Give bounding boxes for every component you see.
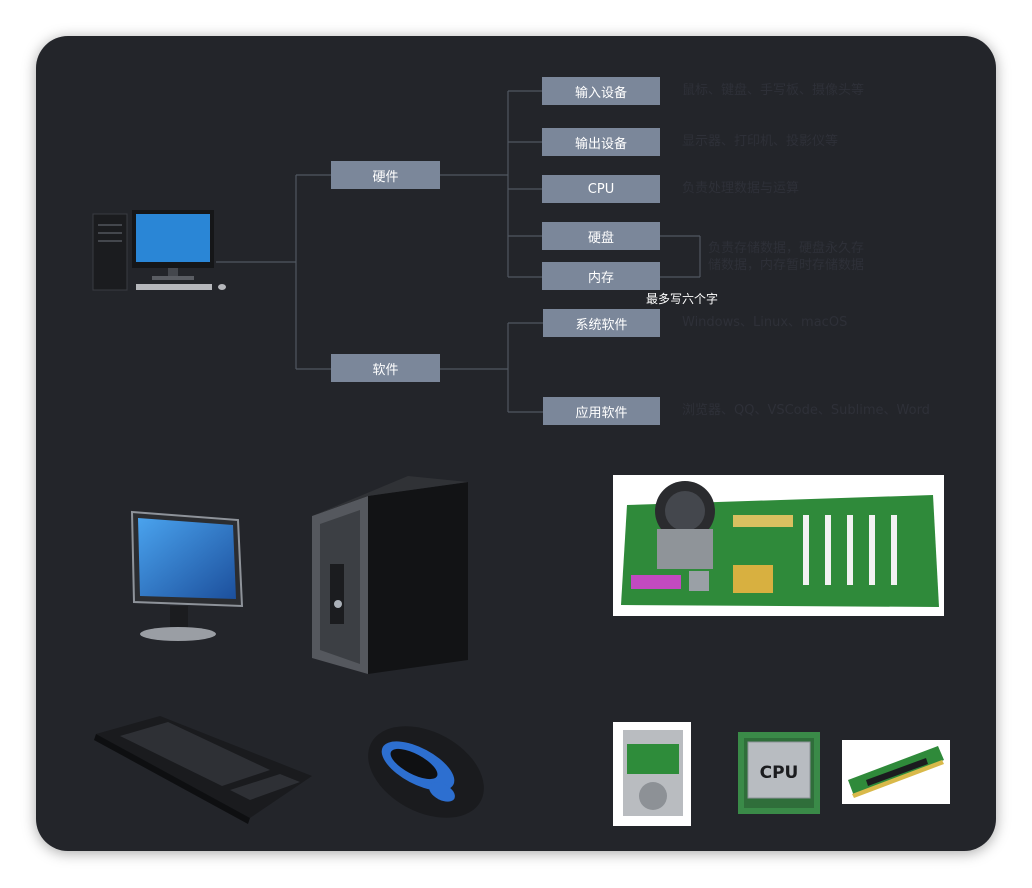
ram-stick-image [842,740,950,804]
node-hard-disk: 硬盘 [542,222,660,250]
node-memory: 内存 [542,262,660,290]
desc-input-devices: 鼠标、键盘、手写板、摄像头等 [682,83,865,98]
diagram-card: 硬件 软件 输入设备 输出设备 CPU 硬盘 内存 系统软件 应用软件 鼠标、键… [36,36,996,851]
csdn-watermark: CSDN @魔术师 [930,865,1024,880]
node-hardware: 硬件 [331,161,440,189]
desc-output-devices: 显示器、打印机、投影仪等 [682,134,839,149]
cpu-chip-image: CPU [738,732,820,814]
computer-icon [92,210,226,291]
cpu-chip-label: CPU [760,763,799,783]
desc-storage-line1: 负责存储数据，硬盘永久存 [708,241,865,256]
mouse-image [368,726,484,818]
hard-drive-image [613,722,691,826]
desc-storage-line2: 储数据，内存暂时存储数据 [708,258,865,273]
node-cpu: CPU [542,175,660,203]
node-input-devices: 输入设备 [542,77,660,105]
desc-application-software: 浏览器、QQ、VSCode、Sublime、Word [682,403,930,418]
desc-system-software: Windows、Linux、macOS [682,315,848,330]
desc-cpu: 负责处理数据与运算 [682,181,800,196]
keyboard-image [94,716,312,824]
node-output-devices: 输出设备 [542,128,660,156]
node-system-software: 系统软件 [543,309,660,337]
note-text: 最多写六个字 [646,292,719,306]
tower-image [312,476,468,674]
tree-connectors [216,90,701,413]
node-software: 软件 [331,354,440,382]
motherboard-image [613,475,944,616]
node-application-software: 应用软件 [543,397,660,425]
monitor-image [130,510,244,641]
